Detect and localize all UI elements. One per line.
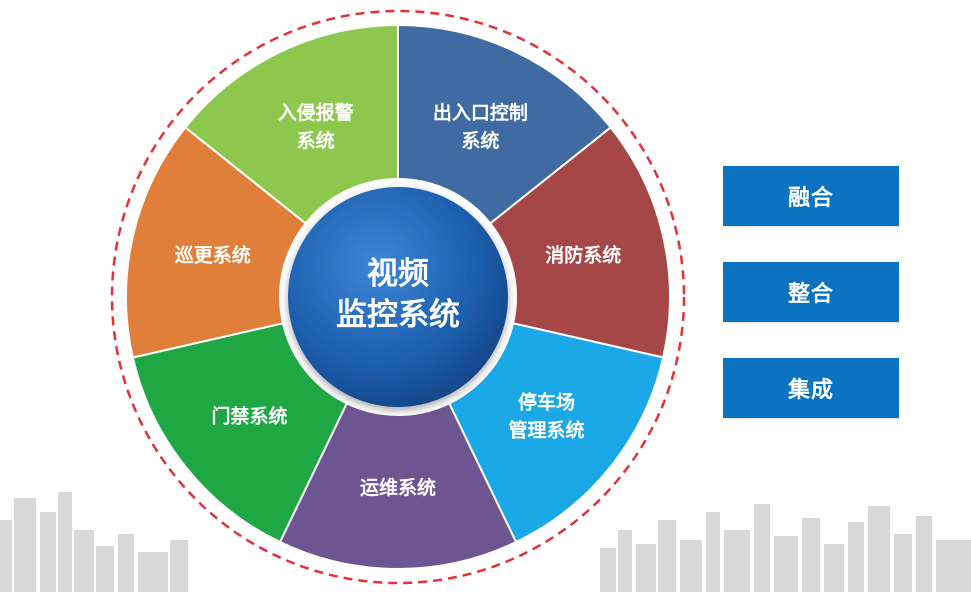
segment-label-line: 门禁系统	[211, 405, 287, 428]
fusion-box: 融合	[723, 166, 899, 226]
center-title-line-1: 视频	[367, 256, 429, 292]
segment-label-line: 消防系统	[545, 244, 621, 267]
segment-label-line: 管理系统	[508, 419, 584, 442]
segment-label-line: 系统	[297, 129, 335, 152]
segment-label-line: 出入口控制	[433, 101, 528, 124]
aggregation-box: 集成	[723, 358, 899, 418]
city-skyline-decoration	[0, 492, 971, 592]
dashed-outer-ring	[110, 9, 686, 585]
center-hub: 视频 监控系统	[279, 178, 517, 416]
segment-label-line: 巡更系统	[175, 244, 251, 267]
segment-operations: 运维系统	[278, 294, 518, 570]
segment-label-line: 停车场	[518, 391, 575, 414]
segment-label-line: 系统	[461, 129, 499, 152]
segment-label-line: 运维系统	[360, 476, 436, 499]
integration-box: 整合	[723, 262, 899, 322]
center-title-line-2: 监控系统	[336, 297, 460, 333]
segment-label-line: 入侵报警	[278, 101, 354, 124]
segment-wedge	[278, 294, 518, 570]
